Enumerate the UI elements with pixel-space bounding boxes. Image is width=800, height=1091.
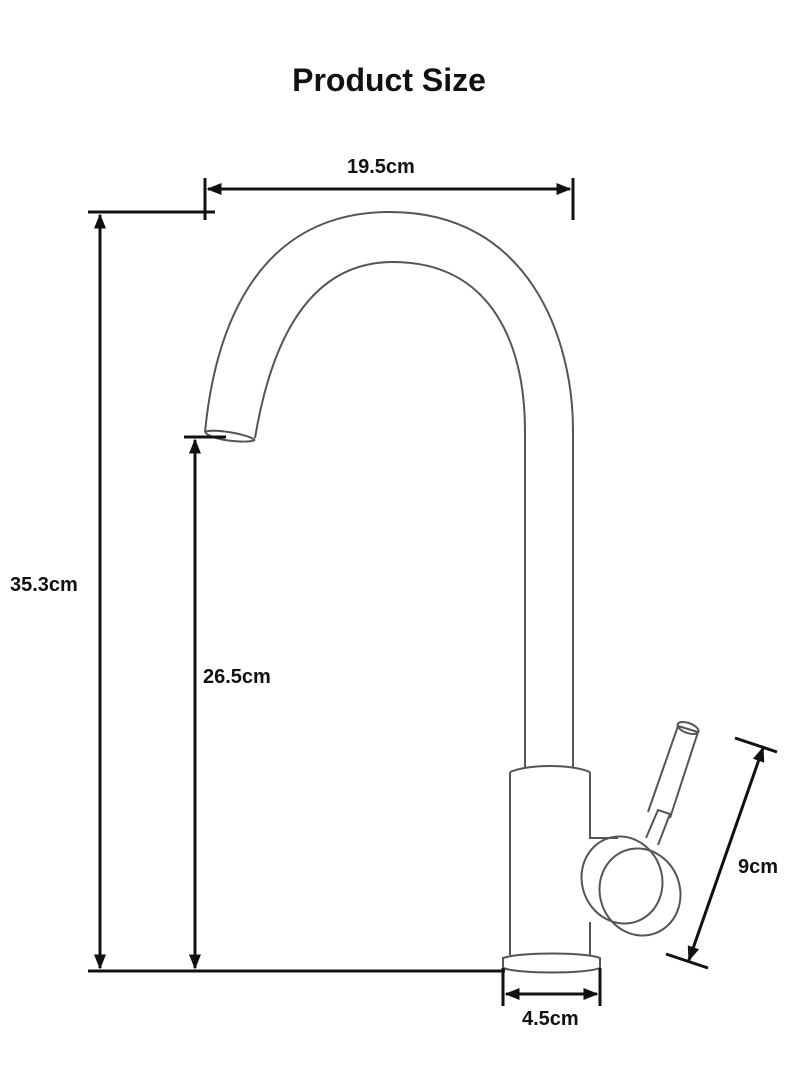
base-diameter-label: 4.5cm bbox=[522, 1008, 579, 1030]
handle-length-label: 9cm bbox=[738, 856, 779, 878]
total-height-label: 35.3cm bbox=[10, 574, 78, 596]
diagram-title: Product Size bbox=[292, 62, 486, 98]
spout-height-label: 26.5cm bbox=[203, 666, 271, 688]
dimension-base-diameter bbox=[501, 968, 602, 1006]
dimension-handle-length bbox=[665, 736, 778, 970]
spout-reach-label: 19.5cm bbox=[347, 156, 415, 178]
dimension-spout-reach bbox=[203, 178, 575, 220]
faucet-outline bbox=[204, 210, 700, 974]
dimension-spout-height bbox=[184, 435, 226, 970]
dimension-total-height bbox=[88, 210, 505, 973]
